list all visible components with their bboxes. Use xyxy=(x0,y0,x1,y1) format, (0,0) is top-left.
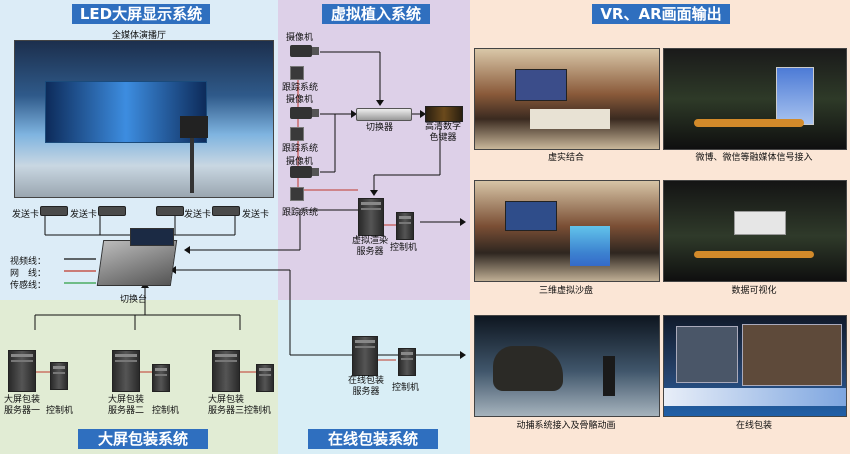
bigscreen-server-label-3: 大屏包装 服务器三 xyxy=(207,395,244,416)
studio-image xyxy=(14,40,274,198)
vr-image-5 xyxy=(474,315,660,417)
camera-label-1: 摄像机 xyxy=(286,33,314,43)
legend-video: 视频线： xyxy=(10,257,47,267)
tracking-label-3: 跟踪系统 xyxy=(282,208,319,218)
vr-label-5: 动捕系统接入及骨骼动画 xyxy=(516,421,616,431)
tracking-box-1 xyxy=(290,66,304,80)
bigscreen-server-tower-3 xyxy=(212,350,240,392)
online-section-title: 在线包装系统 xyxy=(308,429,438,449)
sender-card-3 xyxy=(156,206,184,216)
sender-card-1 xyxy=(40,206,68,216)
bigscreen-control-label-3: 控制机 xyxy=(244,406,272,416)
tracking-box-3 xyxy=(290,187,304,201)
sender-label-3: 发送卡 xyxy=(184,210,212,220)
bigscreen-server-label-1: 大屏包装 服务器一 xyxy=(3,395,40,416)
sender-card-4 xyxy=(212,206,240,216)
vr-image-2 xyxy=(663,48,847,150)
camera-3 xyxy=(290,166,319,178)
bigscreen-control-tower-3 xyxy=(256,364,274,392)
switcher-device xyxy=(96,240,178,286)
vr-label-3: 三维虚拟沙盘 xyxy=(538,286,593,296)
keyer-label: 高清数字 色键器 xyxy=(424,122,461,143)
sender-label-1: 发送卡 xyxy=(12,210,40,220)
bigscreen-control-label-2: 控制机 xyxy=(152,406,180,416)
virtual-switcher-device xyxy=(356,108,412,121)
vr-label-1: 虚实结合 xyxy=(547,153,584,163)
legend-sensor: 传感线： xyxy=(10,281,47,291)
camera-tripod xyxy=(180,116,208,138)
sender-card-2 xyxy=(98,206,126,216)
online-server-tower xyxy=(352,336,378,376)
camera-2 xyxy=(290,107,319,119)
vr-image-6 xyxy=(663,315,847,417)
vr-label-2: 微博、微信等融媒体信号接入 xyxy=(695,153,813,163)
tracking-box-2 xyxy=(290,127,304,141)
render-server-tower xyxy=(358,198,384,236)
keyer-device xyxy=(425,106,463,122)
camera-1 xyxy=(290,45,319,57)
render-server-label: 虚拟渲染 服务器 xyxy=(351,236,388,257)
bigscreen-control-tower-1 xyxy=(50,362,68,390)
virtual-section-title: 虚拟植入系统 xyxy=(322,4,430,24)
camera-label-2: 摄像机 xyxy=(286,95,314,105)
led-section-title: LED大屏显示系统 xyxy=(72,4,210,24)
online-control-label: 控制机 xyxy=(392,383,420,393)
vr-image-3 xyxy=(474,180,660,282)
bigscreen-server-tower-1 xyxy=(8,350,36,392)
sender-label-4: 发送卡 xyxy=(242,210,270,220)
studio-label: 全媒体演播厅 xyxy=(112,31,167,41)
camera-label-3: 摄像机 xyxy=(286,157,314,167)
virtual-control-label: 控制机 xyxy=(390,243,418,253)
tracking-label-1: 跟踪系统 xyxy=(282,83,319,93)
online-section xyxy=(278,300,470,454)
online-control-tower xyxy=(398,348,416,376)
bigscreen-server-tower-2 xyxy=(112,350,140,392)
virtual-control-tower xyxy=(396,212,414,240)
vr-image-1 xyxy=(474,48,660,150)
bigscreen-server-label-2: 大屏包装 服务器二 xyxy=(107,395,144,416)
vr-label-6: 在线包装 xyxy=(735,421,772,431)
online-server-label: 在线包装 服务器 xyxy=(347,376,384,397)
sender-label-2: 发送卡 xyxy=(70,210,98,220)
legend-net: 网 线： xyxy=(10,269,47,279)
bigscreen-control-tower-2 xyxy=(152,364,170,392)
virtual-switcher-label: 切换器 xyxy=(366,123,394,133)
switcher-screen xyxy=(130,228,174,246)
vr-image-4 xyxy=(663,180,847,282)
switcher-label: 切换台 xyxy=(120,295,148,305)
tracking-label-2: 跟踪系统 xyxy=(282,144,319,154)
bigscreen-section-title: 大屏包装系统 xyxy=(78,429,208,449)
vr-section-title: VR、AR画面输出 xyxy=(592,4,730,24)
vr-label-4: 数据可视化 xyxy=(731,286,777,296)
bigscreen-control-label-1: 控制机 xyxy=(46,406,74,416)
